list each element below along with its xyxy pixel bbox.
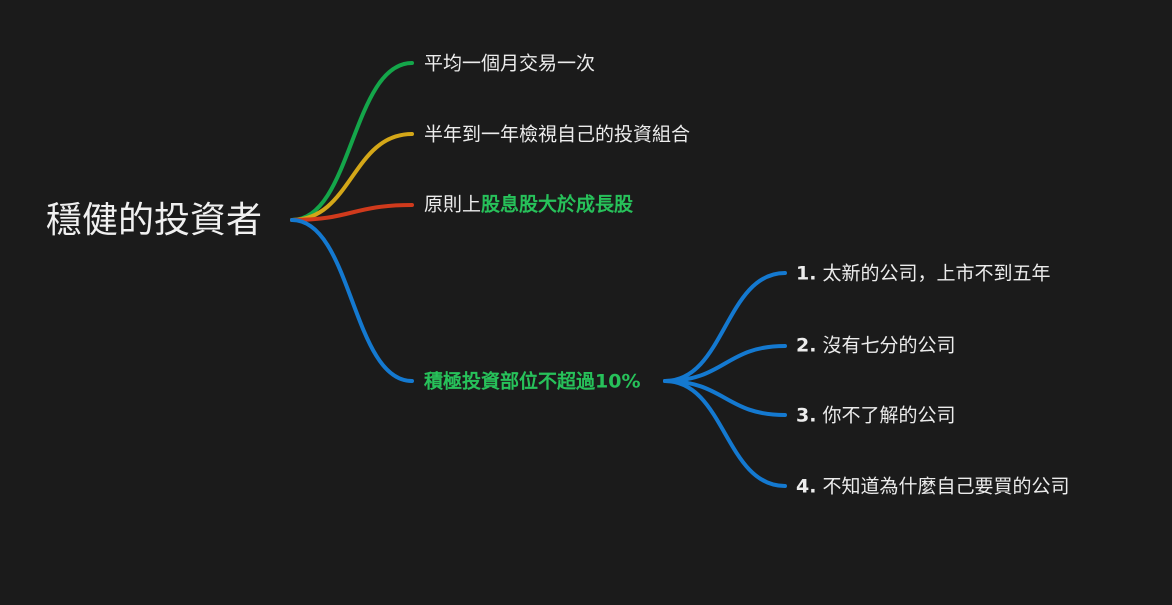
child-node-4[interactable]: 4. 不知道為什麼自己要買的公司	[796, 475, 1070, 498]
child-2-label: 沒有七分的公司	[822, 334, 956, 357]
connector-branch-4	[290, 218, 414, 383]
branch-2-label: 半年到一年檢視自己的投資組合	[424, 123, 691, 146]
root-node[interactable]: 穩健的投資者	[46, 203, 262, 239]
child-node-2[interactable]: 2. 沒有七分的公司	[796, 334, 956, 357]
child-4-label: 不知道為什麼自己要買的公司	[822, 475, 1070, 498]
connector-branch-2	[290, 132, 414, 222]
branch-1-label: 平均一個月交易一次	[424, 52, 596, 75]
connector-child-1	[663, 271, 787, 383]
connector-branch-1	[290, 61, 414, 222]
child-node-3[interactable]: 3. 你不了解的公司	[796, 404, 956, 427]
child-4-number: 4.	[796, 475, 817, 498]
child-3-label: 你不了解的公司	[822, 404, 956, 427]
child-1-number: 1.	[796, 262, 817, 285]
child-node-1[interactable]: 1. 太新的公司，上市不到五年	[796, 262, 1051, 285]
connector-branch-3	[290, 203, 414, 222]
branch-4-highlight: 積極投資部位不超過10%	[424, 370, 641, 393]
child-2-number: 2.	[796, 334, 817, 357]
branch-node-2[interactable]: 半年到一年檢視自己的投資組合	[424, 123, 691, 146]
branch-node-1[interactable]: 平均一個月交易一次	[424, 52, 596, 75]
branch-3-highlight: 股息股大於成長股	[481, 193, 634, 216]
connector-child-4	[663, 379, 787, 488]
branch-3-label: 原則上	[424, 193, 482, 216]
child-1-label: 太新的公司，上市不到五年	[822, 262, 1051, 285]
root-label: 穩健的投資者	[46, 200, 263, 241]
connector-child-2	[663, 344, 787, 383]
branch-node-4[interactable]: 積極投資部位不超過10%	[424, 370, 641, 393]
child-3-number: 3.	[796, 404, 817, 427]
connector-child-3	[663, 379, 787, 417]
branch-node-3[interactable]: 原則上股息股大於成長股	[424, 193, 634, 216]
